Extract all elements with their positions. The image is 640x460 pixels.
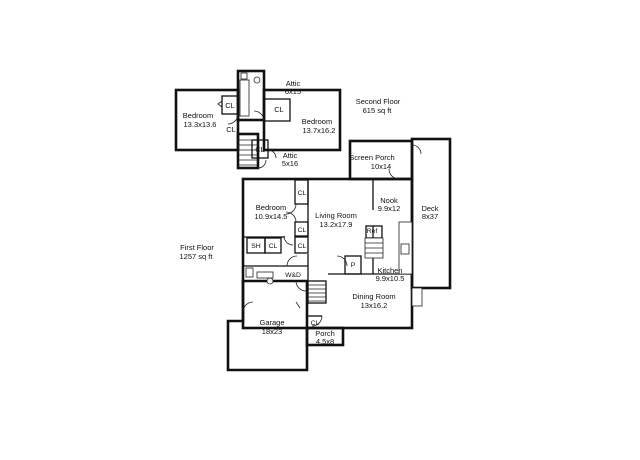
second-floor-attic-top-name: Attic (286, 79, 301, 88)
washer-dryer-label: W&D (285, 272, 301, 279)
first-floor-title: First Floor (180, 243, 214, 252)
second-floor-closet-label-4: CL (255, 145, 265, 154)
living-room-size: 13.2x17.9 (320, 220, 353, 229)
first-floor-toilet (245, 267, 254, 278)
second-floor-toilet (240, 72, 248, 80)
porch-size: 4.5x8 (316, 337, 334, 346)
first-floor-sink (266, 277, 274, 285)
kitchen-name: Kitchen (377, 266, 402, 275)
second-floor-door-swings (217, 100, 277, 169)
second-floor-bedroom-right-name: Bedroom (302, 117, 332, 126)
second-floor-closet-walls (221, 95, 291, 159)
first-floor-plan: Screen Porch 10x14 Bedroom 10.9x14.5 Liv… (180, 137, 452, 372)
closet-label-5: CL (311, 320, 320, 327)
bedroom-name: Bedroom (256, 203, 286, 212)
second-floor-stair-walls (236, 132, 260, 170)
second-floor-bedroom-left-size: 13.3x13.6 (184, 120, 217, 129)
second-floor-area: 615 sq ft (363, 106, 393, 115)
second-floor-bedroom-left-name: Bedroom (183, 111, 213, 120)
screen-porch-size: 10x14 (371, 162, 391, 171)
second-floor-closet-label-3: CL (274, 105, 284, 114)
living-room-name: Living Room (315, 211, 357, 220)
first-floor-vanity (256, 271, 274, 279)
porch-name: Porch (315, 329, 335, 338)
second-floor-attic-bottom-name: Attic (283, 151, 298, 160)
deck-name: Deck (421, 204, 438, 213)
first-floor-stairs (307, 280, 327, 304)
second-floor-closet-label-1: CL (225, 101, 235, 110)
second-floor-plan: Bedroom 13.3x13.6 Bedroom 13.7x16.2 Atti… (174, 69, 401, 170)
second-floor-title: Second Floor (356, 97, 401, 106)
deck-walls (410, 137, 452, 290)
closet-label-3: CL (298, 243, 307, 250)
first-floor-door-swings (242, 144, 422, 327)
second-floor-closet-label-2: CL (226, 125, 236, 134)
screen-porch-name: Screen Porch (349, 153, 394, 162)
garage-size: 18x23 (262, 327, 282, 336)
second-floor-tub (239, 79, 250, 117)
dining-room-name: Dining Room (352, 292, 395, 301)
second-floor-attic-bottom-size: 5x16 (282, 159, 298, 168)
garage-name: Garage (259, 318, 284, 327)
nook-size: 9.9x12 (378, 204, 401, 213)
bedroom-size: 10.9x14.5 (255, 212, 288, 221)
refrigerator-label: Ref (367, 228, 378, 235)
second-floor-attic-top-size: 6x15 (285, 87, 301, 96)
closet-label-1: CL (298, 190, 307, 197)
pantry-label: P (351, 262, 356, 269)
second-floor-sink (253, 76, 261, 84)
closet-label-4: CL (269, 243, 278, 250)
porch-walls (305, 326, 345, 347)
dining-room-size: 13x16.2 (361, 301, 388, 310)
nook-name: Nook (380, 196, 398, 205)
first-floor-area: 1257 sq ft (180, 252, 214, 261)
second-floor-bedroom-right-size: 13.7x16.2 (303, 126, 336, 135)
deck-steps (411, 287, 423, 307)
shower-label: SH (251, 243, 261, 250)
kitchen-size: 9.9x10.5 (376, 274, 405, 283)
deck-size: 8x37 (422, 212, 438, 221)
kitchen-counters (364, 221, 413, 275)
closet-label-2: CL (298, 227, 307, 234)
